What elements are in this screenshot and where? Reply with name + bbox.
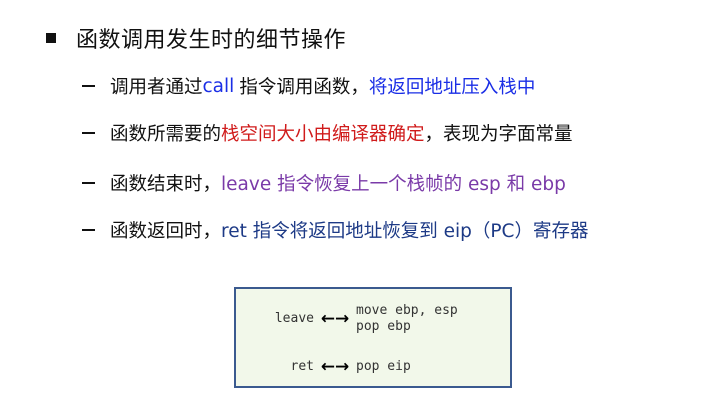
equivalent-instructions: move ebp, esp pop ebp <box>356 303 458 335</box>
code-row-leave: leave ←→ move ebp, esp pop ebp <box>236 303 458 335</box>
dash-bullet-icon <box>82 182 95 184</box>
code-line: pop ebp <box>356 319 411 334</box>
highlight-text: 将返回地址压入栈中 <box>368 77 536 98</box>
text-segment: ，表现为字面常量 <box>424 124 573 145</box>
text-segment: 函数结束时， <box>110 174 222 195</box>
dash-bullet-icon <box>82 132 95 134</box>
heading-text: 函数调用发生时的细节操作 <box>76 28 347 53</box>
highlight-text: 栈空间大小由编译器确定 <box>221 124 425 145</box>
sub-bullet-4: 函数返回时， ret 指令将返回地址恢复到 eip（PC）寄存器 <box>82 215 588 245</box>
keyword-call: call <box>202 75 235 97</box>
instruction-keyword: ret <box>290 359 314 374</box>
dash-bullet-icon <box>82 85 95 87</box>
highlight-text: leave 指令恢复上一个栈帧的 esp 和 ebp <box>221 174 566 195</box>
code-line: pop eip <box>356 359 411 374</box>
code-row-ret: ret ←→ pop eip <box>236 357 411 377</box>
heading-bullet-line: 函数调用发生时的细节操作 <box>46 22 346 54</box>
text-segment: 指令调用函数， <box>239 77 369 98</box>
square-bullet-icon <box>46 33 56 43</box>
text-segment: 函数所需要的 <box>110 124 222 145</box>
double-arrow-icon: ←→ <box>320 357 350 377</box>
dash-bullet-icon <box>82 229 95 231</box>
sub-bullet-1: 调用者通过 call 指令调用函数， 将返回地址压入栈中 <box>82 71 535 101</box>
instruction-keyword: leave <box>274 311 314 326</box>
sub-bullet-3: 函数结束时， leave 指令恢复上一个栈帧的 esp 和 ebp <box>82 168 566 198</box>
sub-bullet-2: 函数所需要的 栈空间大小由编译器确定 ，表现为字面常量 <box>82 118 573 148</box>
text-segment: 调用者通过 <box>110 77 203 98</box>
code-equivalence-box: leave ←→ move ebp, esp pop ebp ret ←→ po… <box>234 287 512 388</box>
double-arrow-icon: ←→ <box>320 309 350 329</box>
equivalent-instructions: pop eip <box>356 359 411 375</box>
code-line: move ebp, esp <box>356 303 458 318</box>
highlight-text: ret 指令将返回地址恢复到 eip（PC）寄存器 <box>221 221 589 242</box>
text-segment: 函数返回时， <box>110 221 222 242</box>
